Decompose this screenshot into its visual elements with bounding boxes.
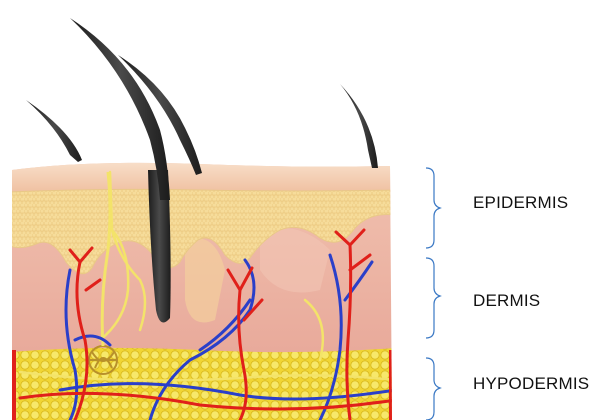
dermis-bracket — [426, 258, 440, 338]
hypodermis-bracket — [426, 358, 440, 420]
skin-block — [10, 160, 395, 420]
dermis-label: DERMIS — [473, 291, 540, 311]
epidermis-label: EPIDERMIS — [473, 193, 568, 213]
layer-brackets — [426, 168, 440, 420]
hypodermis-label: HYPODERMIS — [473, 374, 589, 394]
hypodermis-layer — [10, 348, 395, 420]
epidermis-bracket — [426, 168, 440, 248]
epidermis-surface — [10, 162, 395, 194]
